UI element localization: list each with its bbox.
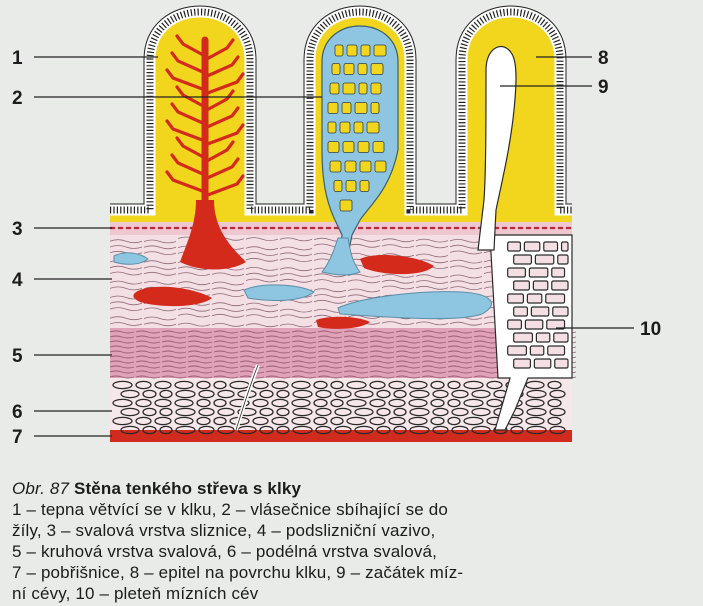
vein-blue-mid <box>243 284 315 301</box>
longitudinal-muscle-layer <box>110 378 572 435</box>
artery-red-oval <box>133 286 212 307</box>
label-1: 1 <box>12 48 23 69</box>
vein-blue-small <box>113 252 149 265</box>
figure-number: Obr. 87 <box>12 479 70 498</box>
branching-artery <box>165 34 245 204</box>
figure-title: Stěna tenkého střeva s klky <box>74 479 302 498</box>
lymphatic-plexus <box>489 234 573 431</box>
caption-line: ní cévy, 10 – pleteň mízních cév <box>12 584 259 603</box>
intestinal-wall-diagram: 1 2 3 4 5 6 7 8 9 10 <box>12 5 661 448</box>
capillary-network <box>321 25 399 276</box>
figure-caption: Obr. 87 Stěna tenkého střeva s klky 1 – … <box>12 478 696 604</box>
label-7: 7 <box>12 427 23 448</box>
artery-red-right <box>360 255 434 275</box>
caption-heading: Obr. 87 Stěna tenkého střeva s klky <box>12 478 696 499</box>
label-5: 5 <box>12 346 23 367</box>
artery-base <box>180 200 246 270</box>
lacteal <box>477 45 517 251</box>
leader-lines <box>34 56 634 437</box>
artery-red-small <box>316 316 370 329</box>
caption-line: 7 – pobřišnice, 8 – epitel na povrchu kl… <box>12 563 464 582</box>
label-3: 3 <box>12 219 23 240</box>
label-2: 2 <box>12 88 23 109</box>
label-8: 8 <box>598 48 609 69</box>
serosa-layer <box>110 430 572 442</box>
caption-line: 1 – tepna větvící se v klku, 2 – vlásečn… <box>12 500 448 519</box>
vein-blue-large <box>337 291 492 320</box>
label-6: 6 <box>12 402 23 423</box>
caption-line: 5 – kruhová vrstva svalová, 6 – podélná … <box>12 542 437 561</box>
label-10: 10 <box>640 319 661 340</box>
caption-line: žíly, 3 – svalová vrstva sliznice, 4 – p… <box>12 521 436 540</box>
label-4: 4 <box>12 270 23 291</box>
label-9: 9 <box>598 77 609 98</box>
